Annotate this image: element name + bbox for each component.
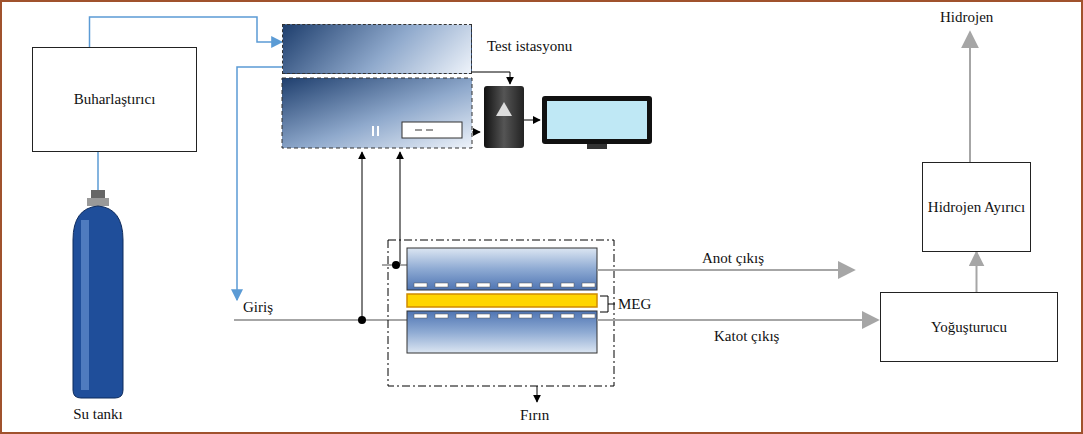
junction-dot [392, 261, 400, 269]
flow-label: Giriş [243, 298, 273, 316]
monitor-stand [587, 144, 607, 149]
signal-wire [472, 132, 480, 133]
flow-label: Katot çıkış [714, 327, 779, 345]
port-symbol [377, 126, 379, 136]
flow-label: Hidrojen [940, 8, 993, 26]
monitor [542, 96, 652, 144]
cylinder-outline [57, 190, 139, 426]
leader-line [608, 304, 615, 305]
connector [976, 252, 978, 292]
hydrogen-outlet [969, 32, 971, 162]
computer-tower [496, 102, 512, 116]
node-label: Buharlaştırıcı [74, 90, 156, 109]
inlet-line [234, 319, 407, 321]
cathode-outlet [597, 319, 878, 321]
junction-dot [358, 316, 366, 324]
test-station: Test istasyonu [282, 24, 472, 74]
process-box: Yoğuşturucu [880, 292, 1058, 362]
membrane-electrode [407, 294, 597, 307]
display-dash [415, 130, 422, 131]
feed-line [237, 67, 282, 300]
furnace-outline [388, 240, 614, 386]
anode-plate [407, 248, 597, 290]
part-label: Fırın [520, 406, 549, 424]
process-box: Hidrojen Ayırıcı [922, 162, 1031, 252]
cathode-plate [407, 311, 597, 353]
anode-outlet [597, 269, 854, 271]
part-label: MEG [618, 295, 651, 313]
connector [97, 152, 99, 190]
process-box: Buharlaştırıcı [32, 47, 197, 152]
connector [90, 17, 283, 47]
sensor-line [362, 152, 363, 320]
signal-wire [524, 120, 540, 121]
leader-line [537, 386, 538, 402]
station-label: Test istasyonu [487, 37, 572, 56]
sensor-line [400, 152, 401, 265]
flow-channels [414, 283, 595, 318]
water-tank: Su tankı [57, 190, 139, 426]
computer-tower [484, 86, 524, 148]
station-panel [282, 78, 472, 148]
display-slot [402, 122, 462, 138]
flow-label: Anot çıkış [702, 249, 764, 267]
node-label: Hidrojen Ayırıcı [928, 198, 1025, 217]
display-dash [426, 130, 433, 131]
node-label: Yoğuşturucu [931, 318, 1007, 337]
monitor-screen [547, 101, 647, 139]
port-symbol [372, 126, 374, 136]
bracket [600, 296, 608, 312]
node-label: Su tankı [73, 405, 123, 424]
